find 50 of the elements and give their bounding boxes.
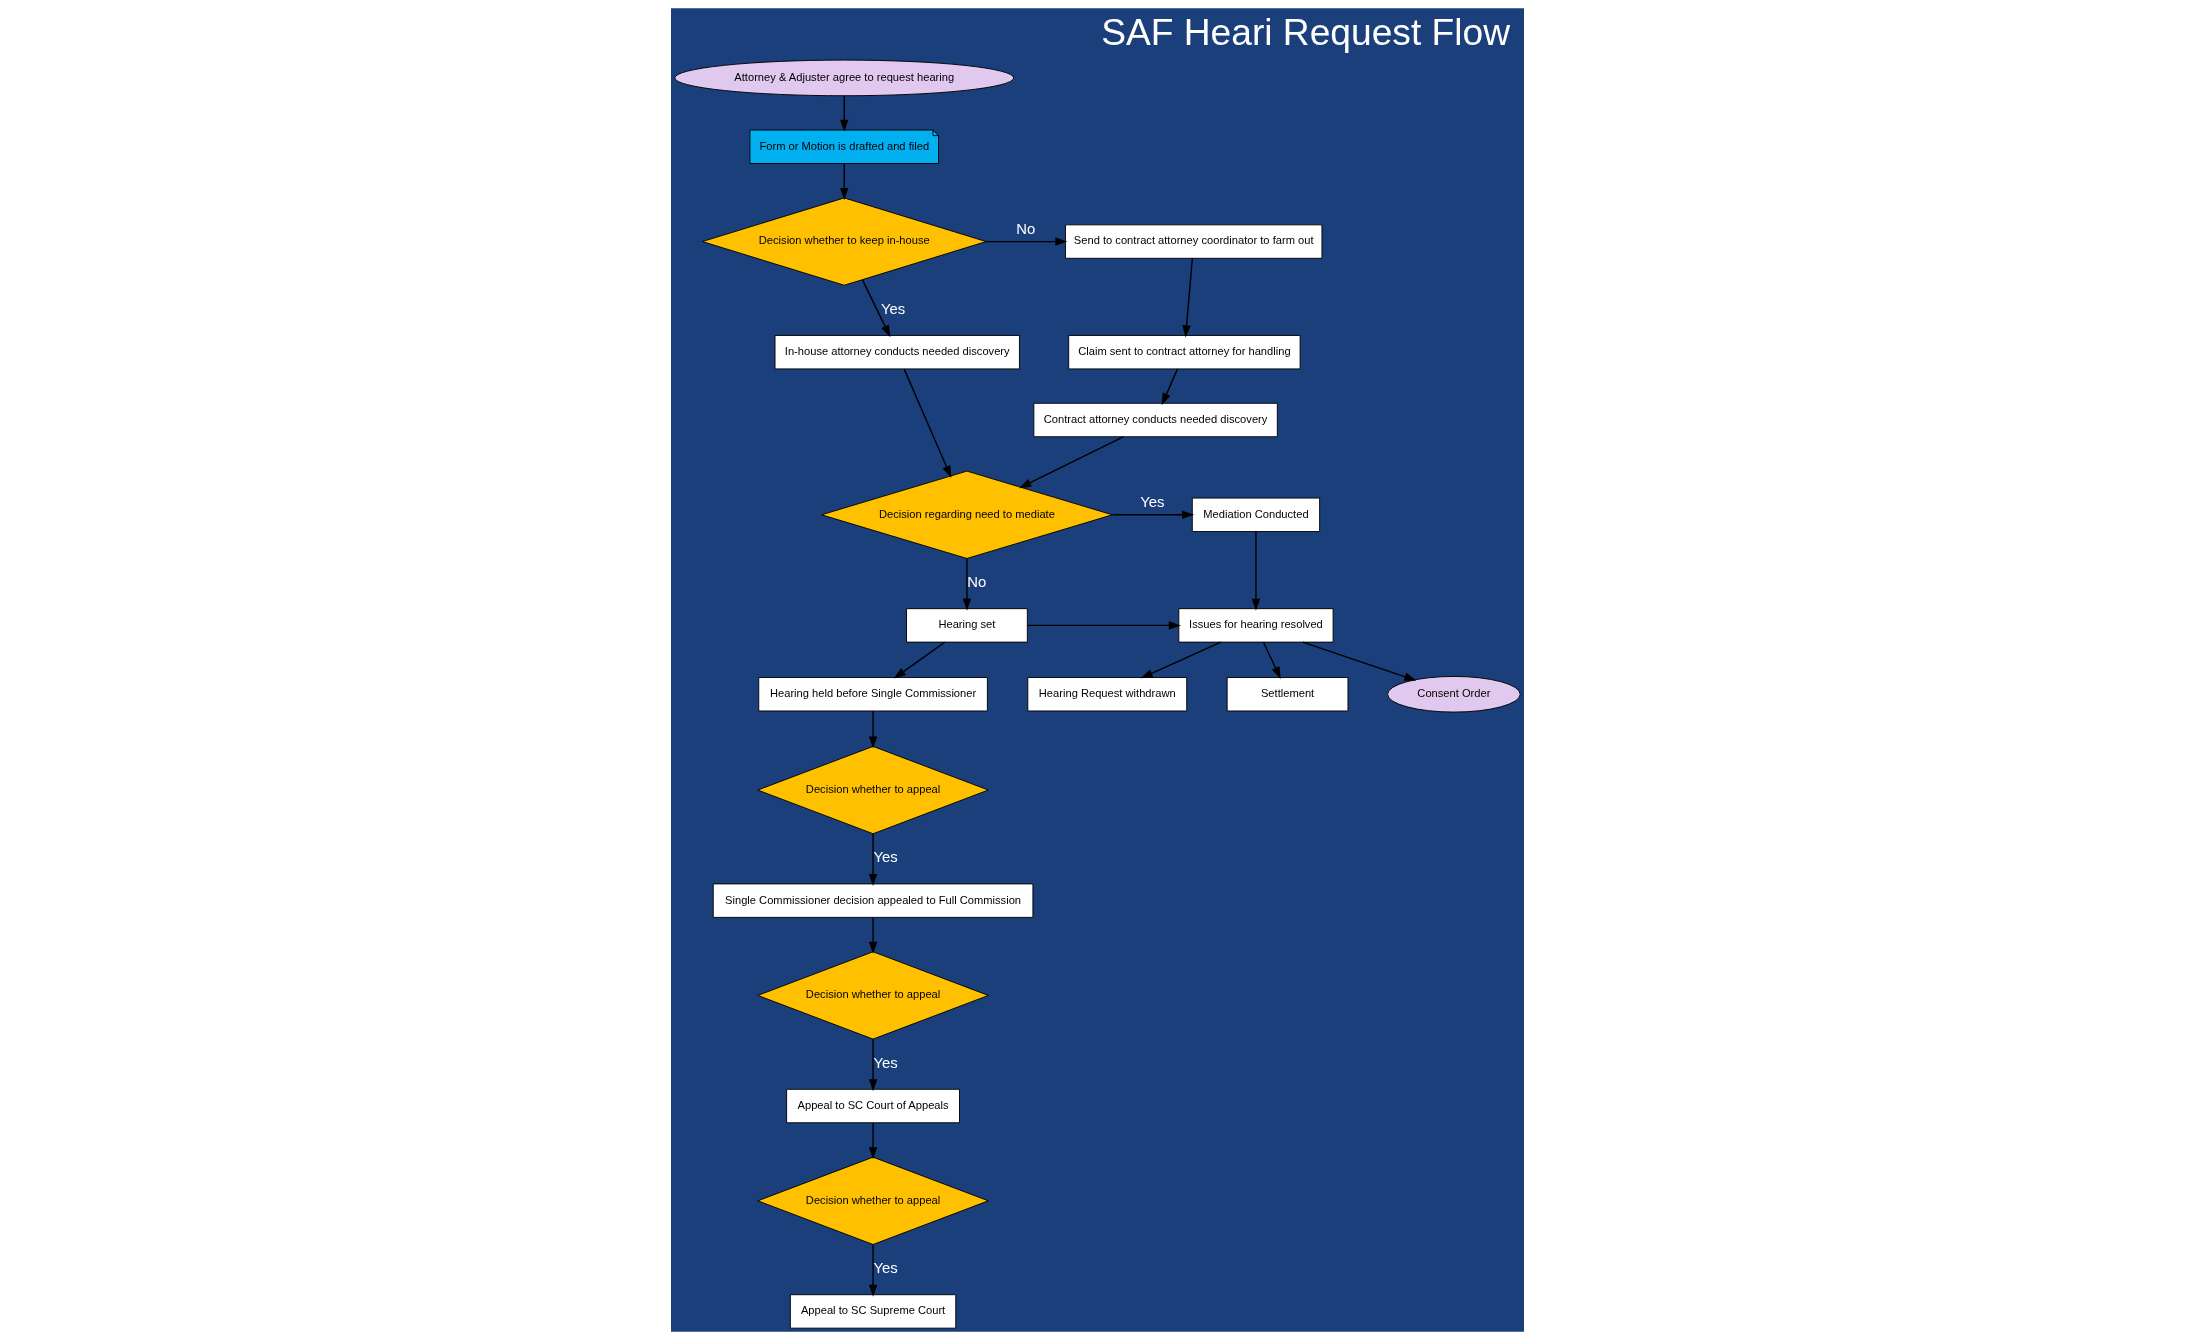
edge-label: Yes <box>873 849 898 866</box>
edge-label: No <box>967 574 987 591</box>
node-diamond: Decision whether to appeal <box>757 1156 989 1245</box>
edge-label: Yes <box>873 1260 898 1277</box>
arrow <box>1182 257 1194 338</box>
node-box: Issues for hearing resolved <box>1178 608 1334 643</box>
node-diamond: Decision whether to keep in-house <box>701 197 987 286</box>
arrow <box>893 641 946 679</box>
node-ellipse: Attorney & Adjuster agree to request hearing <box>674 59 1015 97</box>
arrow <box>868 710 878 749</box>
arrow <box>1251 530 1261 611</box>
node-box: Hearing Request withdrawn <box>1027 677 1188 712</box>
arrow <box>1161 368 1179 406</box>
edge-label: No <box>1016 220 1036 237</box>
node-box: Claim sent to contract attorney for handling <box>1068 334 1301 370</box>
node-box: Appeal to SC Court of Appeals <box>786 1088 960 1124</box>
arrow <box>903 368 952 478</box>
node-box: In-house attorney conducts needed discovery <box>774 334 1020 370</box>
arrow <box>868 1122 878 1160</box>
arrow <box>861 279 891 338</box>
edge-label: Yes <box>873 1054 898 1071</box>
arrow <box>1262 641 1281 679</box>
edge-label: Yes <box>1140 494 1165 511</box>
arrow <box>962 558 972 611</box>
arrow <box>868 833 878 886</box>
arrow <box>1112 510 1195 520</box>
arrow <box>1302 641 1417 681</box>
arrow <box>868 1244 878 1297</box>
node-box: Single Commissioner decision appealed to Full Commission <box>712 883 1034 918</box>
node-diamond: Decision regarding need to mediate <box>821 470 1113 559</box>
edge-label: Yes <box>880 300 906 317</box>
arrow <box>868 917 878 954</box>
node-box: Send to contract attorney coordinator to farm out <box>1064 224 1323 259</box>
node-box: Contract attorney conducts needed discovery <box>1033 402 1278 438</box>
arrow <box>868 1038 878 1092</box>
arrow <box>1026 621 1181 630</box>
node-box: Hearing held before Single Commissioner <box>758 677 988 712</box>
arrow <box>1140 641 1222 679</box>
arrow <box>840 95 849 132</box>
node-diamond: Decision whether to appeal <box>757 745 989 835</box>
node-ellipse: Consent Order <box>1387 675 1521 713</box>
node-box: Appeal to SC Supreme Court <box>789 1294 957 1329</box>
diagram-title: SAF Heari Request Flow <box>1101 11 1511 54</box>
node-box: Hearing set <box>906 608 1028 643</box>
arrow <box>985 237 1068 246</box>
arrow <box>1019 436 1124 489</box>
node-box: Mediation Conducted <box>1191 497 1321 532</box>
node-diamond: Decision whether to appeal <box>757 951 989 1040</box>
arrow <box>840 163 849 200</box>
node-box: Settlement <box>1226 677 1349 712</box>
